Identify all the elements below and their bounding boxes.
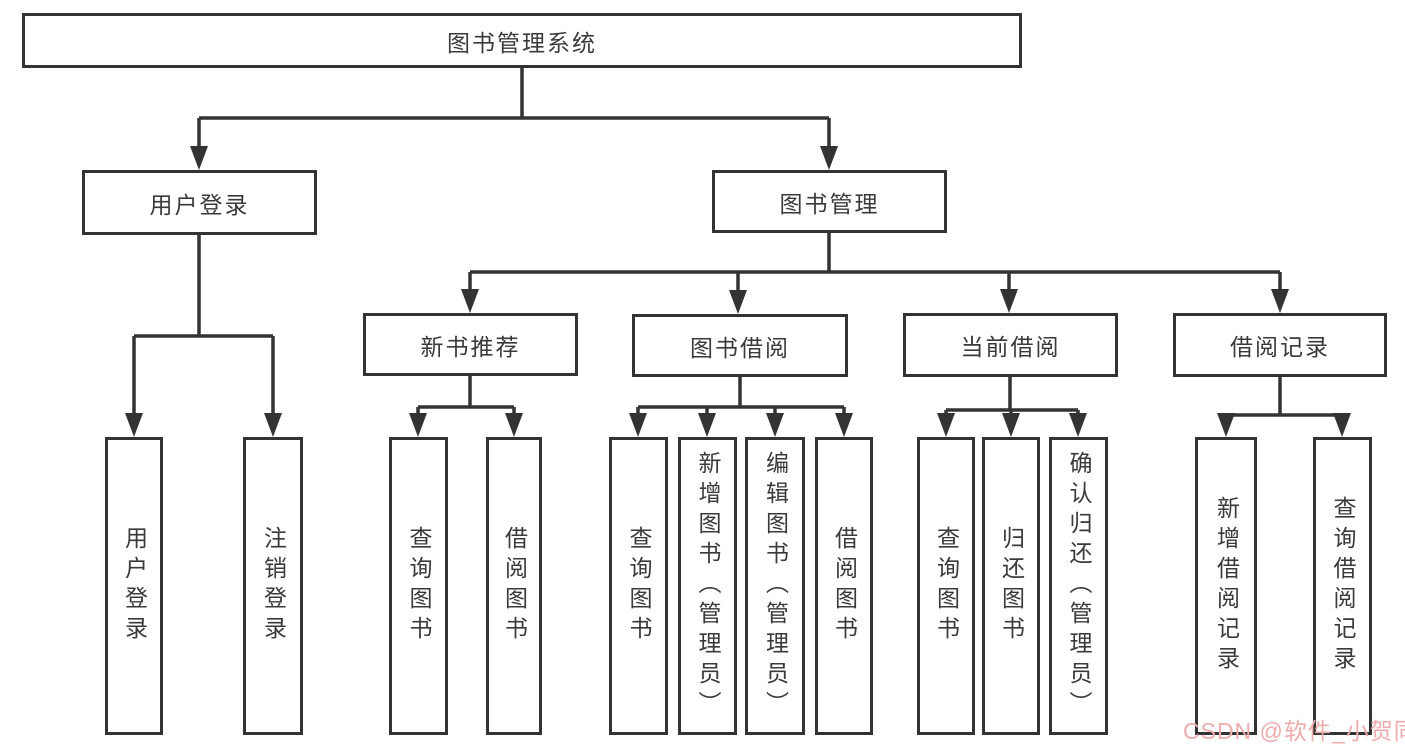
arrow-down-icon <box>820 146 838 170</box>
leaf-records-query-record: 查询借阅记录 <box>1313 437 1372 735</box>
arrow-down-icon <box>1333 413 1351 437</box>
node-label: 借阅记录 <box>1230 334 1330 360</box>
node-label: 图书管理系统 <box>447 29 597 56</box>
node-current-borrowing: 当前借阅 <box>903 313 1118 377</box>
leaf-recommend-borrow-book: 借阅图书 <box>486 437 542 735</box>
arrow-down-icon <box>1271 289 1289 313</box>
arrow-down-icon <box>264 413 282 437</box>
node-label: 编辑图书（管理员） <box>762 451 789 721</box>
node-library-system: 图书管理系统 <box>22 13 1022 68</box>
leaf-user-login: 用户登录 <box>105 437 163 735</box>
arrow-down-icon <box>125 413 143 437</box>
arrow-down-icon <box>409 413 427 437</box>
leaf-records-add-record: 新增借阅记录 <box>1195 437 1257 735</box>
arrow-down-icon <box>766 413 784 437</box>
node-label: 借阅图书 <box>831 526 858 646</box>
arrow-down-icon <box>1217 413 1235 437</box>
leaf-borrow-edit-book-admin: 编辑图书（管理员） <box>745 437 805 735</box>
arrow-down-icon <box>729 290 747 314</box>
node-label: 查询图书 <box>406 526 432 646</box>
arrow-down-icon <box>461 289 479 313</box>
arrow-down-icon <box>937 413 955 437</box>
node-label: 查询图书 <box>933 526 960 646</box>
leaf-borrow-add-book-admin: 新增图书（管理员） <box>678 437 737 735</box>
leaf-current-query-book: 查询图书 <box>917 437 975 735</box>
node-label: 用户登录 <box>149 191 250 218</box>
node-label: 确认归还（管理员） <box>1066 451 1092 721</box>
arrow-down-icon <box>698 413 716 437</box>
leaf-borrow-borrow-book: 借阅图书 <box>815 437 873 735</box>
node-label: 注销登录 <box>260 526 287 646</box>
node-label: 归还图书 <box>998 526 1025 646</box>
node-label: 新书推荐 <box>420 333 521 360</box>
node-label: 查询借阅记录 <box>1330 496 1356 676</box>
node-label: 图书管理 <box>779 190 880 217</box>
csdn-watermark: CSDN @软件_小贺同学 <box>1183 718 1405 744</box>
arrow-down-icon <box>505 413 523 437</box>
node-label: 新增借阅记录 <box>1213 496 1240 676</box>
arrow-down-icon <box>1000 289 1018 313</box>
node-new-book-recommendation: 新书推荐 <box>363 313 578 376</box>
arrow-down-icon <box>1069 413 1087 437</box>
leaf-current-return-book: 归还图书 <box>982 437 1040 735</box>
node-label: 查询图书 <box>626 526 652 646</box>
arrow-down-icon <box>835 413 853 437</box>
node-label: 新增图书（管理员） <box>695 451 721 721</box>
node-label: 借阅图书 <box>501 526 528 646</box>
node-user-login: 用户登录 <box>82 170 317 235</box>
leaf-logout: 注销登录 <box>243 437 303 735</box>
leaf-borrow-query-book: 查询图书 <box>609 437 668 735</box>
leaf-recommend-query-book: 查询图书 <box>389 437 448 735</box>
arrow-down-icon <box>190 146 208 170</box>
arrow-down-icon <box>629 413 647 437</box>
node-book-borrowing: 图书借阅 <box>632 314 848 377</box>
node-book-management: 图书管理 <box>712 170 947 233</box>
node-label: 图书借阅 <box>690 334 790 361</box>
node-label: 用户登录 <box>121 526 148 646</box>
arrow-down-icon <box>1002 413 1020 437</box>
node-borrowing-records: 借阅记录 <box>1173 313 1387 377</box>
leaf-current-confirm-return-admin: 确认归还（管理员） <box>1049 437 1108 735</box>
connector-lines <box>132 68 1342 417</box>
node-label: 当前借阅 <box>960 334 1061 360</box>
